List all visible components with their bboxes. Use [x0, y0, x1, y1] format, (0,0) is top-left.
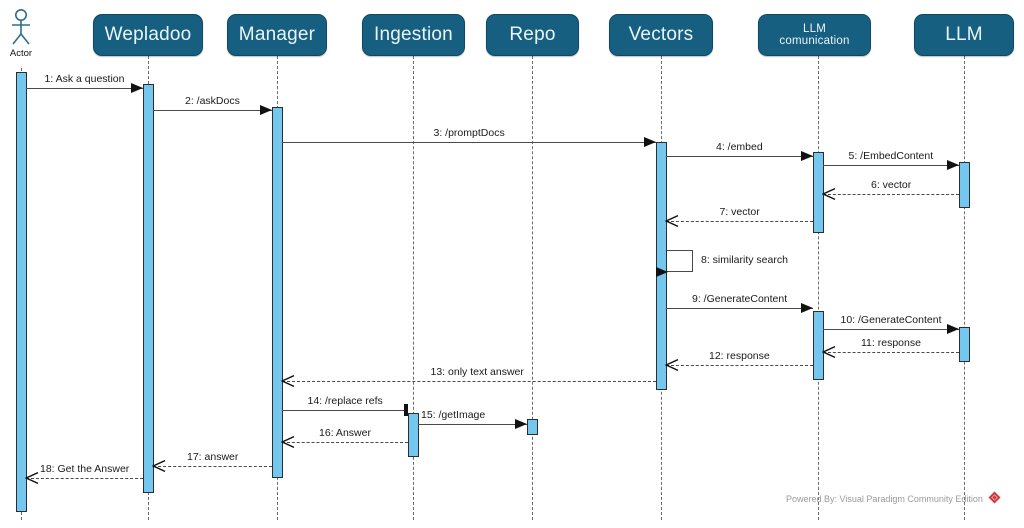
activation-bar-llm — [959, 162, 970, 208]
message-label-8: 8: similarity search — [701, 254, 788, 266]
message-label-10: 10: /GenerateContent — [840, 314, 942, 326]
message-line-3 — [282, 142, 656, 143]
participant-vectors[interactable]: Vectors — [609, 14, 713, 56]
lifeline-repo — [532, 56, 533, 520]
activation-bar-llmcomm — [813, 152, 824, 233]
activation-bar-ingestion — [408, 413, 419, 457]
activation-bar-wepladoo — [143, 84, 154, 493]
watermark: Powered By: Visual Paradigm Community Ed… — [786, 491, 1001, 506]
arrowhead-msg-3 — [644, 136, 656, 147]
activation-bar-repo — [527, 419, 538, 435]
participant-label-ingestion: Ingestion — [374, 24, 453, 46]
participant-wepladoo[interactable]: Wepladoo — [93, 14, 203, 56]
activation-bar-llm2 — [959, 327, 970, 362]
message-label-9: 9: /GenerateContent — [692, 293, 788, 305]
arrowhead-msg-4 — [801, 150, 813, 161]
participant-repo[interactable]: Repo — [486, 14, 579, 56]
actor-label: Actor — [9, 48, 33, 59]
participant-llm[interactable]: LLM — [914, 14, 1014, 56]
message-label-6: 6: vector — [871, 179, 912, 191]
message-label-13: 13: only text answer — [430, 366, 524, 378]
message-line-6 — [823, 194, 959, 195]
message-label-7: 7: vector — [719, 206, 760, 218]
participant-manager[interactable]: Manager — [227, 14, 327, 56]
message-label-5: 5: /EmbedContent — [848, 150, 934, 162]
activation-bar-vectors — [656, 142, 667, 390]
message-line-16 — [282, 442, 408, 443]
message-line-15 — [418, 424, 527, 425]
message-label-12: 12: response — [709, 350, 770, 362]
arrowhead-msg-14 — [404, 404, 408, 416]
activation-bar-actor — [16, 72, 27, 512]
activation-bar-llmcomm2 — [813, 311, 824, 380]
message-line-9 — [666, 308, 813, 309]
message-label-18: 18: Get the Answer — [40, 463, 130, 475]
participant-label-llm: LLM — [945, 24, 983, 46]
visual-paradigm-logo-icon — [988, 491, 1001, 506]
message-line-13 — [282, 381, 656, 382]
lifeline-llm — [964, 56, 965, 520]
message-label-16: 16: Answer — [319, 427, 371, 439]
participant-label-repo: Repo — [509, 24, 556, 46]
self-message-8 — [667, 250, 693, 272]
message-label-14: 14: /replace refs — [307, 395, 383, 407]
arrowhead-msg-5 — [947, 159, 959, 170]
message-line-11 — [823, 352, 959, 353]
actor-figure[interactable] — [7, 8, 35, 53]
participant-label-manager: Manager — [238, 24, 316, 46]
lifeline-llmcomm — [818, 56, 819, 520]
message-line-10 — [823, 329, 959, 330]
arrowhead-msg-9 — [801, 302, 813, 313]
message-line-12 — [666, 365, 813, 366]
message-label-15: 15: /getImage — [421, 409, 486, 421]
participant-label-vectors: Vectors — [628, 24, 694, 46]
message-label-17: 17: answer — [187, 451, 239, 463]
arrowhead-msg-1 — [131, 82, 143, 93]
arrowhead-msg-15 — [515, 418, 527, 429]
arrowhead-msg-8 — [656, 266, 668, 277]
lifeline-ingestion — [413, 56, 414, 520]
message-line-18 — [26, 478, 143, 479]
message-line-1 — [26, 88, 143, 89]
participant-label-wepladoo: Wepladoo — [104, 24, 192, 46]
message-line-2 — [153, 110, 272, 111]
participant-ingestion[interactable]: Ingestion — [362, 14, 465, 56]
message-line-14 — [282, 410, 408, 411]
message-line-17 — [153, 466, 272, 467]
message-label-1: 1: Ask a question — [44, 73, 125, 85]
message-label-3: 3: /promptDocs — [433, 127, 505, 139]
arrowhead-msg-10 — [947, 323, 959, 334]
message-line-5 — [823, 165, 959, 166]
message-label-11: 11: response — [861, 337, 921, 349]
message-label-4: 4: /embed — [716, 141, 763, 153]
activation-bar-manager — [272, 107, 283, 478]
message-line-7 — [666, 221, 813, 222]
arrowhead-msg-2 — [260, 104, 272, 115]
watermark-text: Powered By: Visual Paradigm Community Ed… — [786, 493, 983, 504]
message-line-4 — [666, 156, 813, 157]
message-label-2: 2: /askDocs — [185, 95, 240, 107]
